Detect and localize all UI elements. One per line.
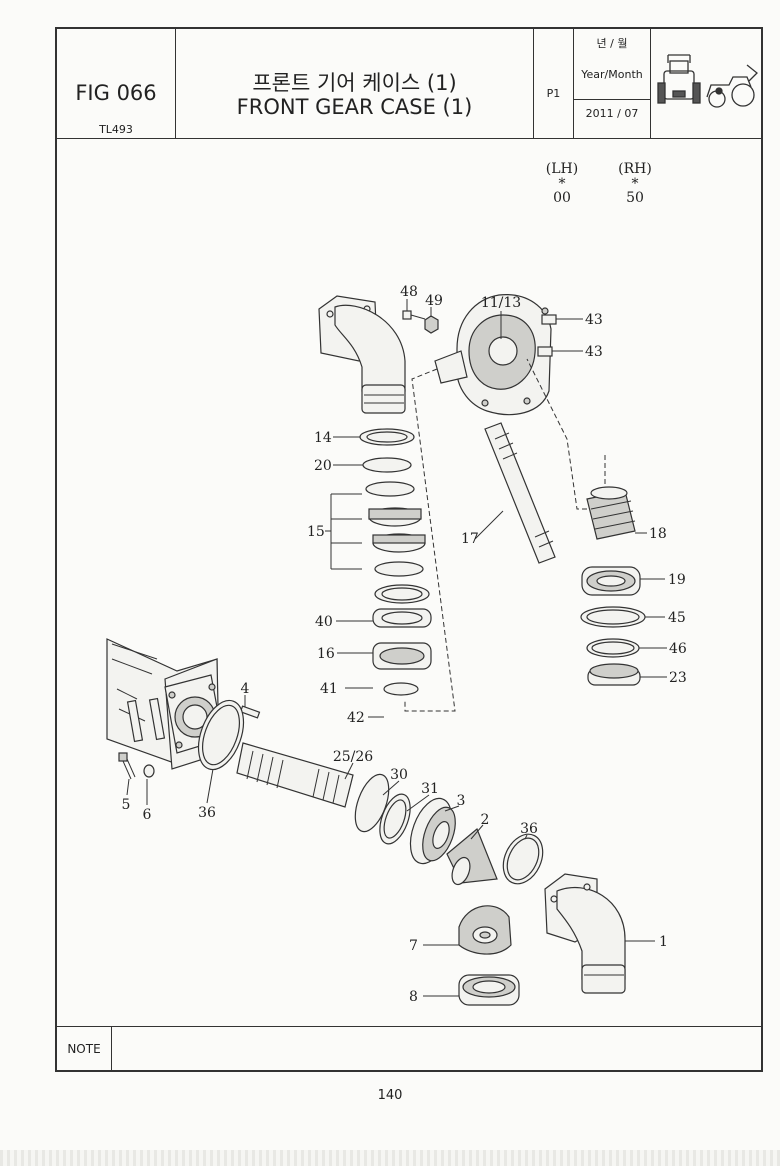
bolt-5 [118,752,136,780]
leader-30 [382,780,400,796]
callout-43-lower: 43 [585,344,603,360]
shaft-17 [484,422,556,564]
washer-6 [143,764,155,778]
callout-46: 46 [669,641,687,657]
callout-6: 6 [143,807,152,823]
leader-36-right [524,834,528,840]
leader-3 [444,805,460,812]
callout-11-13: 11/13 [481,295,521,311]
bevel-pinion-2 [446,828,498,886]
lower-elbow-housing-1 [544,873,626,994]
callout-7: 7 [409,938,418,954]
bracket-15 [325,493,362,570]
date-label: Year/Month [581,68,643,81]
tractor-side-icon [706,64,758,108]
bracket-15-ticks [331,518,362,544]
parts-diagram: (LH) (RH) * * 00 50 [57,139,761,1026]
assembly-line-left [404,368,456,712]
title-english: FRONT GEAR CASE (1) [236,95,473,119]
leader-5 [126,778,130,796]
lh-code: 00 [553,190,571,206]
callout-19: 19 [668,572,686,588]
callout-17: 17 [461,531,479,547]
scan-edge [0,1150,780,1166]
lh-label: (LH) [546,161,578,177]
callout-42: 42 [347,710,365,726]
callout-15: 15 [307,524,325,540]
date-label-korean: 년 / 월 [596,37,628,50]
callout-23: 23 [669,670,687,686]
page-number: 140 [377,1088,403,1103]
date-divider [574,99,650,100]
callout-31: 31 [421,781,439,797]
page-code-cell: P1 [534,29,574,139]
bearing-3 [409,797,456,865]
fig-cell: FIG 066 TL493 [57,29,176,139]
date-cell: 년 / 월 Year/Month 2011 / 07 [574,29,651,139]
callout-1: 1 [659,934,668,950]
callout-45: 45 [668,610,686,626]
leader-31 [406,794,430,812]
bearing-8 [458,974,520,1006]
callout-8: 8 [409,989,418,1005]
leader-17 [474,510,504,540]
callout-14: 14 [314,430,332,446]
callout-36-left: 36 [198,805,216,821]
callout-43-upper: 43 [585,312,603,328]
tractor-icon-cell [651,29,763,139]
callout-4: 4 [241,681,250,697]
callout-5: 5 [122,797,131,813]
drive-shaft-25-26 [236,742,354,808]
nut-49 [424,315,439,334]
callout-40: 40 [315,614,333,630]
callout-16: 16 [317,646,335,662]
callout-41: 41 [320,681,338,697]
page-code: P1 [546,87,561,100]
bolt-48 [402,310,426,320]
lh-mark: * [559,176,566,192]
bevel-gear-7 [458,905,512,955]
exploded-view-drawing: (LH) (RH) * * 00 50 [106,161,687,1006]
callout-30: 30 [390,767,408,783]
leader-2 [470,824,484,840]
leader-36-left [206,768,214,804]
callout-36-right: 36 [520,821,538,837]
callout-49: 49 [425,293,443,309]
plug-43-upper [541,314,557,325]
bearing-19 [581,566,641,596]
rh-code: 50 [626,190,644,206]
title-cell: 프론트 기어 케이스 (1) FRONT GEAR CASE (1) [176,29,534,139]
rh-label: (RH) [618,161,652,177]
callout-20: 20 [314,458,332,474]
callout-25-26: 25/26 [333,749,373,765]
note-row: NOTE [57,1026,761,1071]
page-frame: FIG 066 TL493 프론트 기어 케이스 (1) FRONT GEAR … [55,27,763,1072]
callout-18: 18 [649,526,667,542]
tractor-front-icon [657,54,758,108]
leader-25-26 [344,762,354,780]
upper-elbow-housing [318,295,406,414]
title-korean: 프론트 기어 케이스 (1) [252,71,457,95]
model-code: TL493 [99,123,133,136]
rh-mark: * [632,176,639,192]
callout-2: 2 [481,812,490,828]
callout-3: 3 [457,793,466,809]
plug-43-lower [537,346,553,357]
fig-number: FIG 066 [75,81,157,105]
note-label: NOTE [57,1027,112,1071]
date-value: 2011 / 07 [585,107,639,120]
left-ring-stack [359,428,432,696]
bevel-gear-18 [586,486,636,540]
callout-48: 48 [400,284,418,300]
gear-case-cover [434,294,552,416]
assembly-line-right [526,358,606,510]
